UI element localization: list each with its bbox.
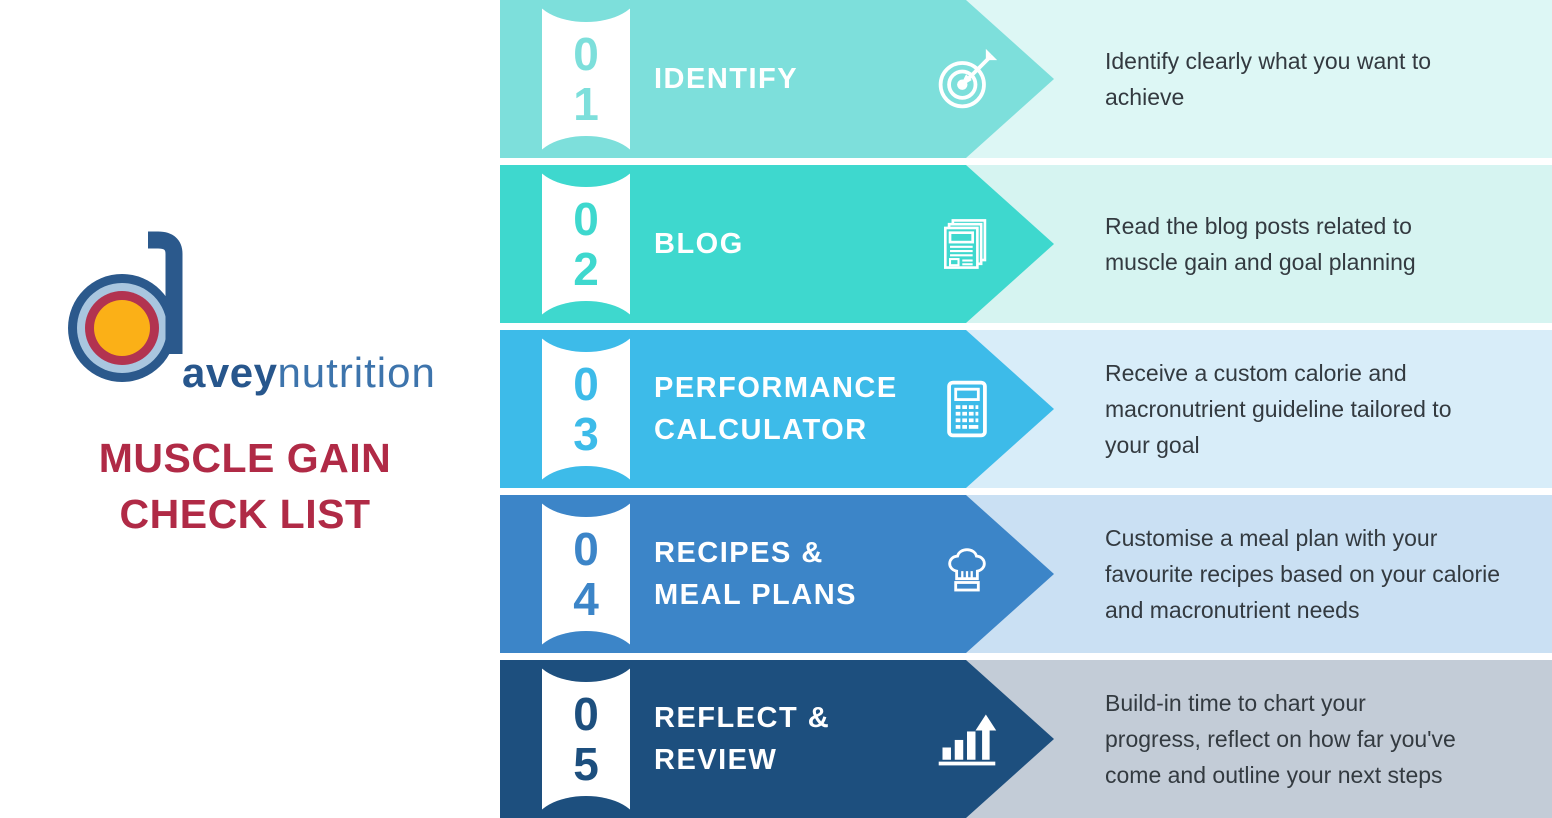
brand-wordmark: aveynutrition xyxy=(182,349,436,397)
step-number-bottom: 4 xyxy=(573,573,599,625)
step-number-top: 0 xyxy=(573,28,599,80)
step-title: RECIPES & MEAL PLANS xyxy=(654,537,857,611)
step-number-bottom: 3 xyxy=(573,408,599,460)
step-description: Build-in time to chart your progress, re… xyxy=(1105,690,1456,788)
step-description: Identify clearly what you want to achiev… xyxy=(1105,48,1431,110)
bar-chart-icon xyxy=(934,706,1000,772)
step-number-top: 0 xyxy=(573,688,599,740)
step-number-top: 0 xyxy=(573,523,599,575)
brand-panel: aveynutrition MUSCLE GAIN CHECK LIST xyxy=(0,0,500,818)
step-title: IDENTIFY xyxy=(654,63,799,95)
step-banner: 0 5 REFLECT & REVIEW xyxy=(500,660,1054,818)
step-description-panel: Customise a meal plan with your favourit… xyxy=(966,495,1552,653)
step-number-top: 0 xyxy=(573,358,599,410)
step-number: 0 5 xyxy=(542,660,630,818)
step-number: 0 3 xyxy=(542,330,630,488)
step-row-identify: Identify clearly what you want to achiev… xyxy=(500,0,1552,158)
step-number: 0 4 xyxy=(542,495,630,653)
step-description-panel: Build-in time to chart your progress, re… xyxy=(966,660,1552,818)
step-row-blog: Read the blog posts related to muscle ga… xyxy=(500,165,1552,323)
steps-list: Identify clearly what you want to achiev… xyxy=(500,0,1552,818)
step-description: Customise a meal plan with your favourit… xyxy=(1105,525,1501,623)
step-row-recipes-meal-plans: Customise a meal plan with your favourit… xyxy=(500,495,1552,653)
step-number: 0 2 xyxy=(542,165,630,323)
target-icon xyxy=(934,46,1000,112)
step-number-bottom: 5 xyxy=(573,738,599,790)
step-description-panel: Receive a custom calorie and macronutrie… xyxy=(966,330,1552,488)
step-number-badge: 0 3 xyxy=(542,330,630,488)
page-title-line1: MUSCLE GAIN xyxy=(98,435,392,481)
step-number: 0 1 xyxy=(542,0,630,158)
step-number-bottom: 1 xyxy=(573,78,599,130)
step-description: Read the blog posts related to muscle ga… xyxy=(1105,213,1416,275)
step-row-reflect-review: Build-in time to chart your progress, re… xyxy=(500,660,1552,818)
brand-name-light: nutrition xyxy=(277,349,436,396)
brand-name-bold: avey xyxy=(182,349,278,396)
step-banner: 0 1 IDENTIFY xyxy=(500,0,1054,158)
step-description: Receive a custom calorie and macronutrie… xyxy=(1105,360,1452,458)
step-number-badge: 0 2 xyxy=(542,165,630,323)
calculator-icon xyxy=(934,376,1000,442)
step-number-badge: 0 1 xyxy=(542,0,630,158)
step-number-badge: 0 5 xyxy=(542,660,630,818)
page-title-line2: CHECK LIST xyxy=(119,491,371,537)
step-banner: 0 2 BLOG xyxy=(500,165,1054,323)
step-row-performance-calculator: Receive a custom calorie and macronutrie… xyxy=(500,330,1552,488)
step-banner: 0 3 PERFORMANCE CALCULATOR xyxy=(500,330,1054,488)
page-title: MUSCLE GAIN CHECK LIST xyxy=(0,430,490,542)
newspaper-icon xyxy=(934,211,1000,277)
step-title: PERFORMANCE CALCULATOR xyxy=(654,372,898,446)
step-number-bottom: 2 xyxy=(573,243,599,295)
step-description-panel: Read the blog posts related to muscle ga… xyxy=(966,165,1552,323)
step-banner: 0 4 RECIPES & MEAL PLANS xyxy=(500,495,1054,653)
step-number-top: 0 xyxy=(573,193,599,245)
step-description-panel: Identify clearly what you want to achiev… xyxy=(966,0,1552,158)
davey-nutrition-logo-icon xyxy=(68,231,183,382)
step-title: BLOG xyxy=(654,228,744,260)
chef-hat-icon xyxy=(934,541,1000,607)
step-number-badge: 0 4 xyxy=(542,495,630,653)
step-title: REFLECT & REVIEW xyxy=(654,702,831,776)
